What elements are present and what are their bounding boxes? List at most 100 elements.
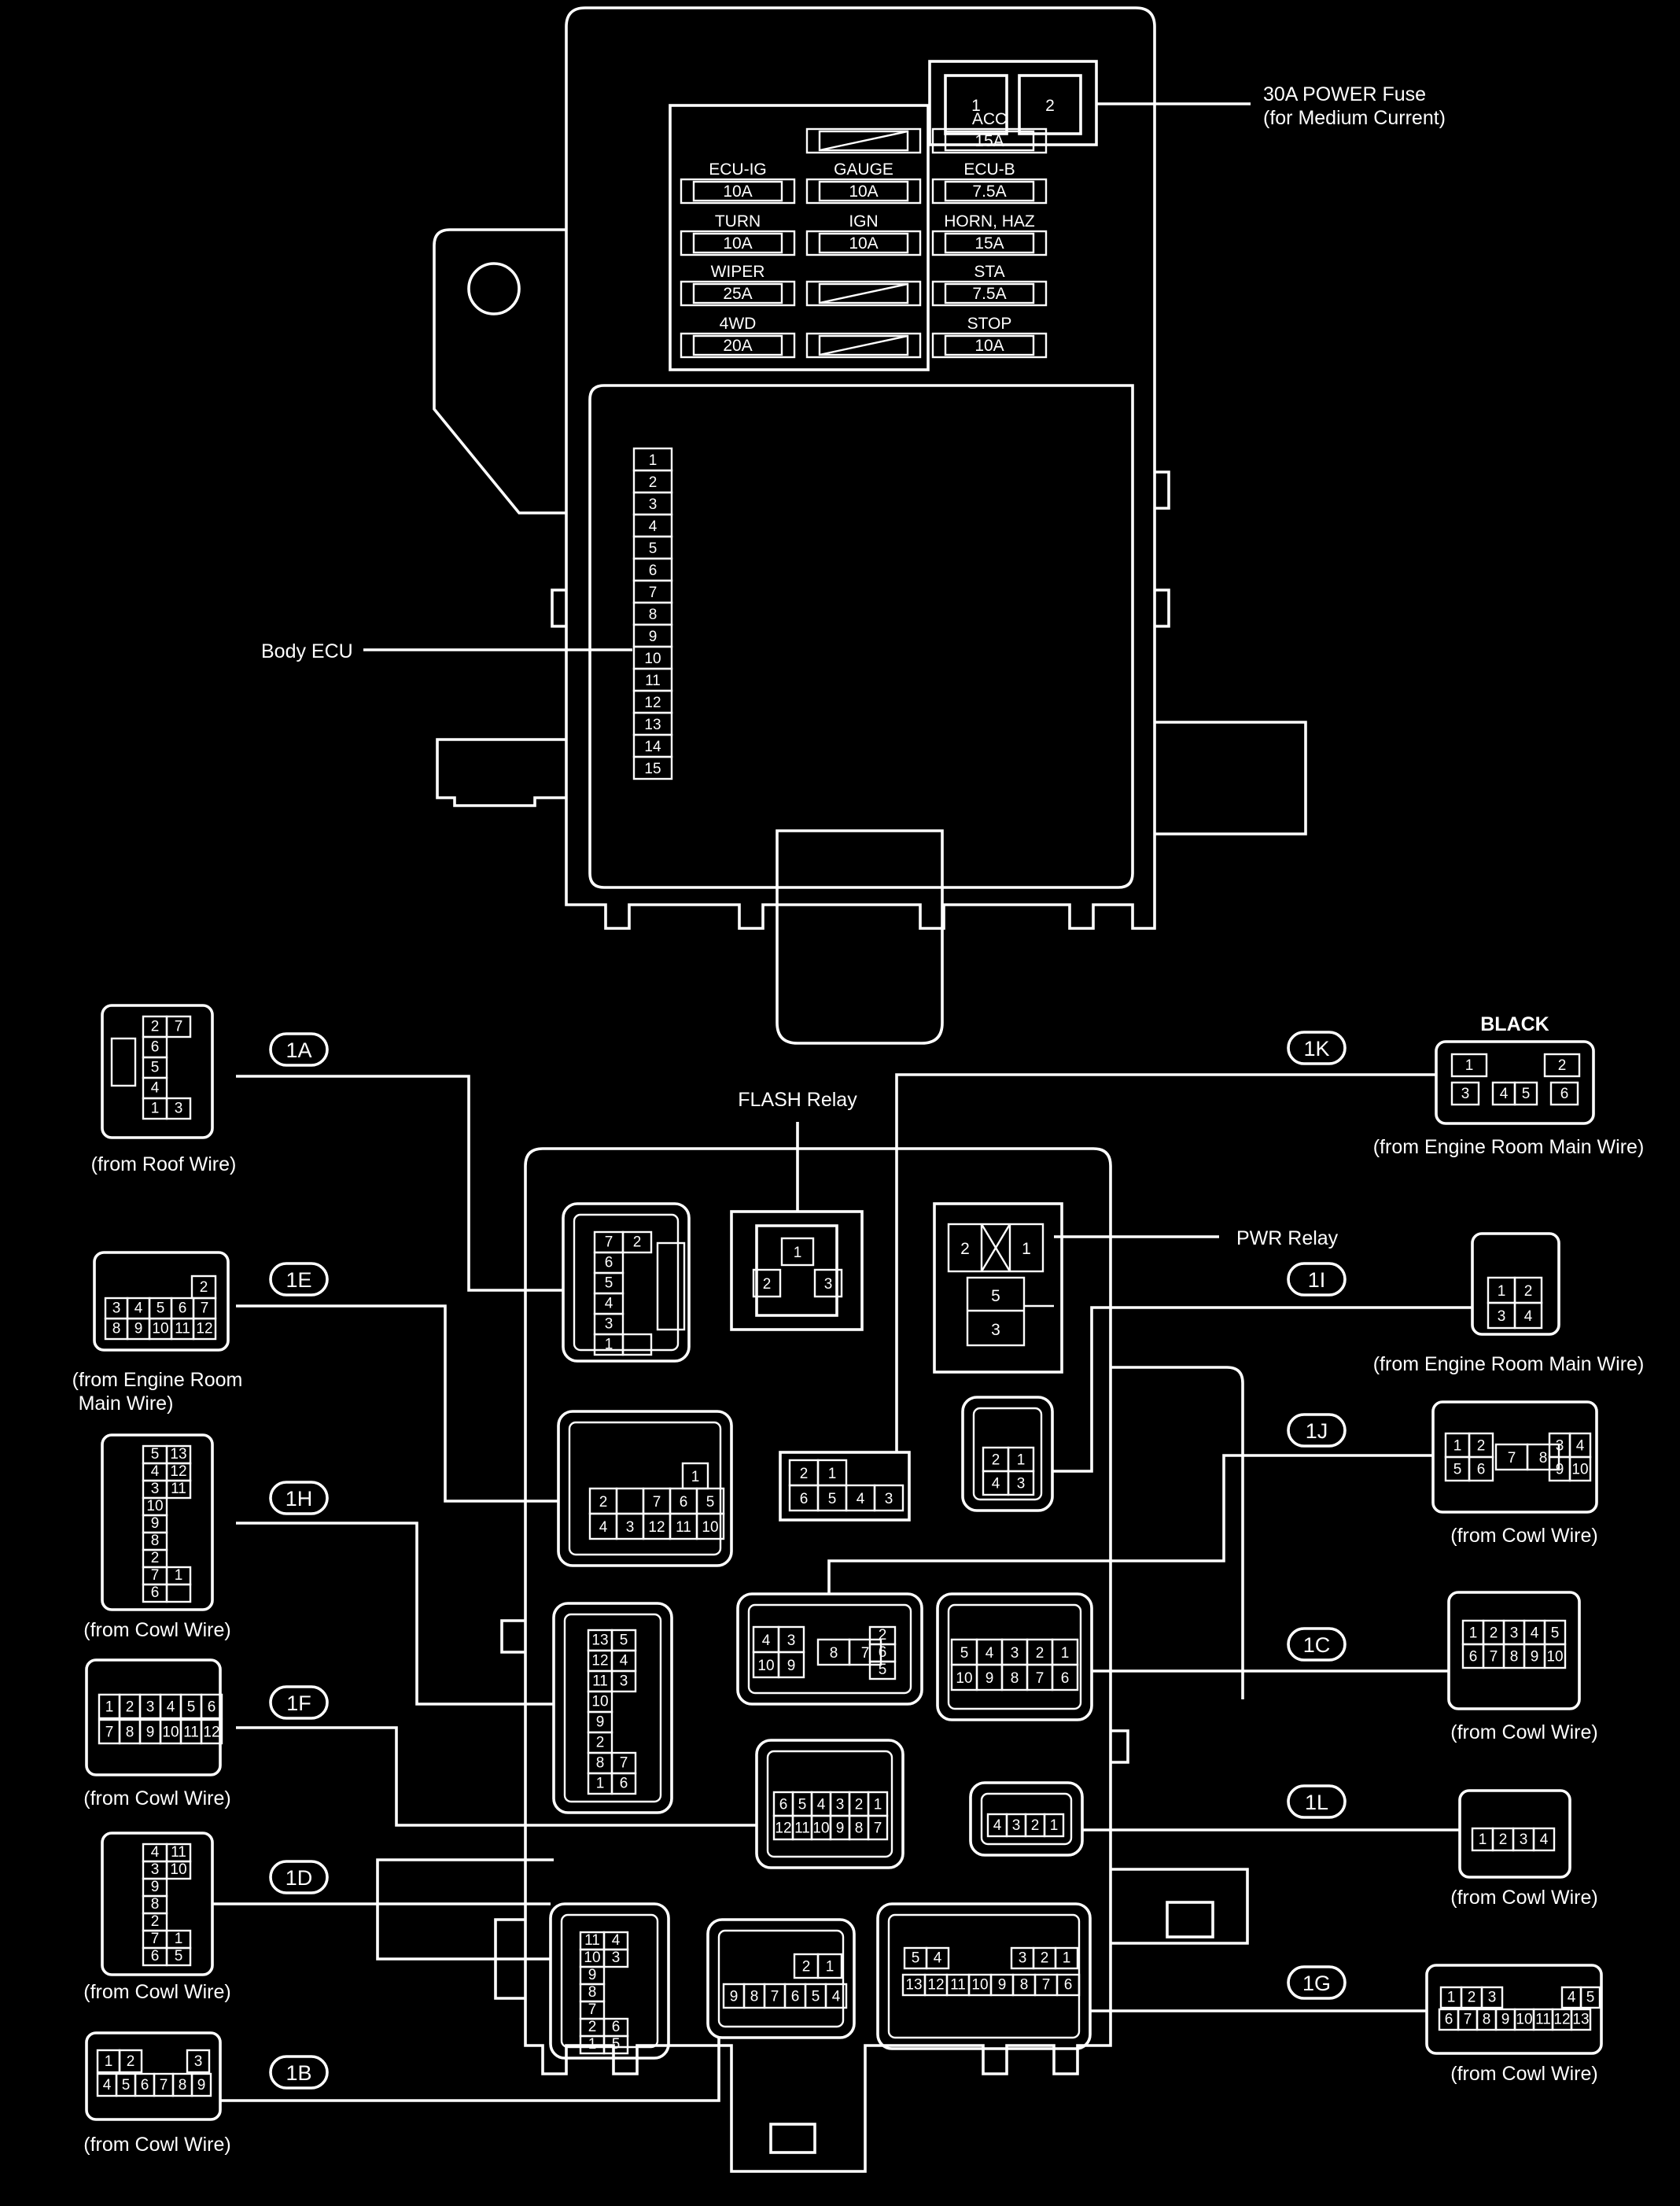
- connector-tag-1c: 1C: [1287, 1627, 1347, 1662]
- pin: 4: [134, 1300, 143, 1317]
- pin: 10: [1546, 1649, 1563, 1666]
- pin: 4: [1576, 1438, 1585, 1455]
- pin: 3: [175, 1101, 183, 1117]
- pin: 1: [605, 1337, 613, 1353]
- pin: 12: [927, 1977, 944, 1994]
- source-label: (from Roof Wire): [91, 1153, 237, 1175]
- pin: 6: [612, 2019, 621, 2035]
- fuse-name: STOP: [967, 315, 1012, 333]
- pin: 11: [183, 1725, 199, 1741]
- pin: 2: [151, 1550, 160, 1566]
- svg-text:1: 1: [691, 1469, 700, 1485]
- pin: 8: [1020, 1977, 1029, 1994]
- pin: 2: [1477, 1438, 1486, 1455]
- pin: 10: [584, 1950, 600, 1966]
- pin: 12: [775, 1821, 791, 1837]
- pin: 4: [167, 1699, 175, 1716]
- pin: 8: [855, 1821, 864, 1837]
- pin: 11: [171, 1844, 186, 1861]
- pin: 6: [800, 1491, 809, 1507]
- pin: 2: [1036, 1645, 1044, 1662]
- pin: 7: [1042, 1977, 1051, 1994]
- pin: 4: [151, 1463, 160, 1480]
- pin: 5: [1522, 1086, 1531, 1102]
- fuse-amp: 20A: [723, 337, 752, 355]
- pin: 5: [122, 2077, 131, 2093]
- pin: 3: [1498, 1308, 1506, 1325]
- pin: 1: [1063, 1950, 1071, 1967]
- pin: 2: [633, 1234, 642, 1251]
- connector-1k-p6: 6: [1549, 1081, 1579, 1106]
- pin: 7: [160, 2077, 168, 2093]
- pin: 2: [800, 1466, 809, 1482]
- body-ecu-pin: 13: [644, 717, 661, 733]
- pin: 6: [179, 1300, 187, 1317]
- pin: 3: [787, 1632, 796, 1649]
- pin: 6: [1560, 1086, 1569, 1102]
- pin: 4: [605, 1296, 613, 1312]
- fuse-stop: STOP 10A: [931, 315, 1048, 359]
- fuse-amp: 7.5A: [972, 183, 1006, 201]
- pin: 10: [1516, 2012, 1532, 2028]
- connector-1k-p2: 2: [1543, 1053, 1581, 1078]
- pin: 11: [584, 1932, 600, 1949]
- pin: 6: [791, 1989, 800, 2005]
- power-fuse-slot-2: 2: [1045, 97, 1055, 115]
- fuse-name: HORN, HAZ: [944, 212, 1035, 231]
- svg-text:1H: 1H: [286, 1487, 313, 1511]
- pin: 8: [1483, 2012, 1491, 2028]
- connector-1k-color: BLACK: [1480, 1013, 1549, 1035]
- pin: 5: [879, 1662, 887, 1678]
- pin: 2: [1031, 1817, 1040, 1834]
- connector-tag-1j: 1J: [1287, 1413, 1347, 1448]
- body-ecu-pin: 12: [644, 695, 661, 711]
- pin: 1: [105, 2053, 113, 2070]
- body-ecu-pin: 1: [649, 452, 658, 469]
- body-ecu-pin: 8: [649, 607, 658, 623]
- pin: 5: [151, 1060, 160, 1076]
- pin: 11: [950, 1977, 966, 1994]
- connector-tag-1i: 1I: [1287, 1262, 1347, 1297]
- pin: 12: [648, 1519, 665, 1536]
- svg-text:5: 5: [991, 1287, 1000, 1305]
- pin: 6: [1064, 1977, 1073, 1994]
- connector-1e-p2: 2: [190, 1275, 217, 1300]
- body-ecu-pin: 10: [644, 651, 661, 667]
- pin: 5: [706, 1494, 715, 1511]
- pin: 6: [151, 1039, 160, 1056]
- fuse-name: WIPER: [711, 263, 765, 281]
- svg-text:1J: 1J: [1306, 1419, 1328, 1443]
- pin: 3: [605, 1316, 613, 1333]
- pin: 6: [208, 1699, 216, 1716]
- connector-tag-1f: 1F: [269, 1685, 329, 1720]
- pin: 7: [620, 1755, 628, 1772]
- fuse-amp: 10A: [974, 337, 1004, 355]
- pin: 2: [596, 1735, 605, 1751]
- pin: 8: [151, 1896, 160, 1913]
- pin: 2: [1499, 1832, 1508, 1848]
- pin: 9: [151, 1879, 160, 1895]
- pin: 4: [151, 1080, 160, 1097]
- fuse-name: ACC: [972, 110, 1007, 128]
- pin: 9: [1501, 2012, 1510, 2028]
- pin: 5: [175, 1948, 183, 1964]
- pin: 2: [802, 1959, 811, 1975]
